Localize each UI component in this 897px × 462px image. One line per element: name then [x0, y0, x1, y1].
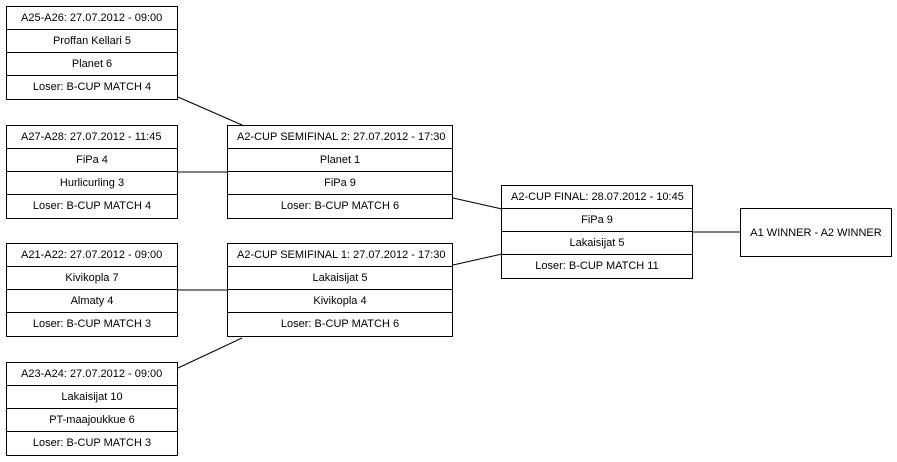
match-loser: Loser: B-CUP MATCH 4 — [32, 200, 152, 212]
match-team-2: PT-maajoukkue 6 — [7, 409, 177, 432]
connector-a25-to-sf2 — [177, 96, 243, 126]
match-team-2: Kivikopla 4 — [228, 290, 452, 313]
winner-label: A1 WINNER - A2 WINNER — [750, 226, 882, 239]
match-team-2: Almaty 4 — [7, 290, 177, 313]
match-a21-a22: A21-A22: 27.07.2012 - 09:00 Kivikopla 7 … — [6, 243, 178, 337]
match-team-1: FiPa 9 — [502, 209, 692, 232]
match-team-1: Proffan Kellari 5 — [7, 30, 177, 53]
match-header: A21-A22: 27.07.2012 - 09:00 — [7, 244, 177, 267]
connector-sf2-to-final — [452, 197, 503, 210]
connector-a23-to-sf1 — [177, 337, 243, 369]
match-team-1: Lakaisijat 5 — [228, 267, 452, 290]
match-a27-a28: A27-A28: 27.07.2012 - 11:45 FiPa 4 Hurli… — [6, 125, 178, 219]
match-loser: Loser: B-CUP MATCH 3 — [32, 318, 152, 330]
match-loser: Loser: B-CUP MATCH 6 — [280, 318, 400, 330]
match-header: A23-A24: 27.07.2012 - 09:00 — [7, 363, 177, 386]
match-team-2: Planet 6 — [7, 53, 177, 76]
match-loser: Loser: B-CUP MATCH 11 — [535, 260, 659, 272]
match-team-2: Hurlicurling 3 — [7, 172, 177, 195]
match-a23-a24: A23-A24: 27.07.2012 - 09:00 Lakaisijat 1… — [6, 362, 178, 456]
match-team-1: Lakaisijat 10 — [7, 386, 177, 409]
match-team-1: Kivikopla 7 — [7, 267, 177, 290]
match-header: A27-A28: 27.07.2012 - 11:45 — [7, 126, 177, 149]
winner-box: A1 WINNER - A2 WINNER — [740, 208, 892, 257]
connector-sf1-to-final — [452, 253, 503, 266]
match-team-2: Lakaisijat 5 — [502, 232, 692, 255]
match-semifinal-1: A2-CUP SEMIFINAL 1: 27.07.2012 - 17:30 L… — [227, 243, 453, 337]
match-final: A2-CUP FINAL: 28.07.2012 - 10:45 FiPa 9 … — [501, 185, 693, 279]
match-header: A2-CUP FINAL: 28.07.2012 - 10:45 — [502, 186, 692, 209]
match-team-1: FiPa 4 — [7, 149, 177, 172]
match-team-2: FiPa 9 — [228, 172, 452, 195]
match-header: A25-A26: 27.07.2012 - 09:00 — [7, 7, 177, 30]
match-loser: Loser: B-CUP MATCH 6 — [280, 200, 400, 212]
match-a25-a26: A25-A26: 27.07.2012 - 09:00 Proffan Kell… — [6, 6, 178, 100]
match-semifinal-2: A2-CUP SEMIFINAL 2: 27.07.2012 - 17:30 P… — [227, 125, 453, 219]
match-team-1: Planet 1 — [228, 149, 452, 172]
match-loser: Loser: B-CUP MATCH 3 — [32, 437, 152, 449]
match-loser: Loser: B-CUP MATCH 4 — [32, 81, 152, 93]
match-header: A2-CUP SEMIFINAL 1: 27.07.2012 - 17:30 — [228, 244, 452, 267]
match-header: A2-CUP SEMIFINAL 2: 27.07.2012 - 17:30 — [228, 126, 452, 149]
